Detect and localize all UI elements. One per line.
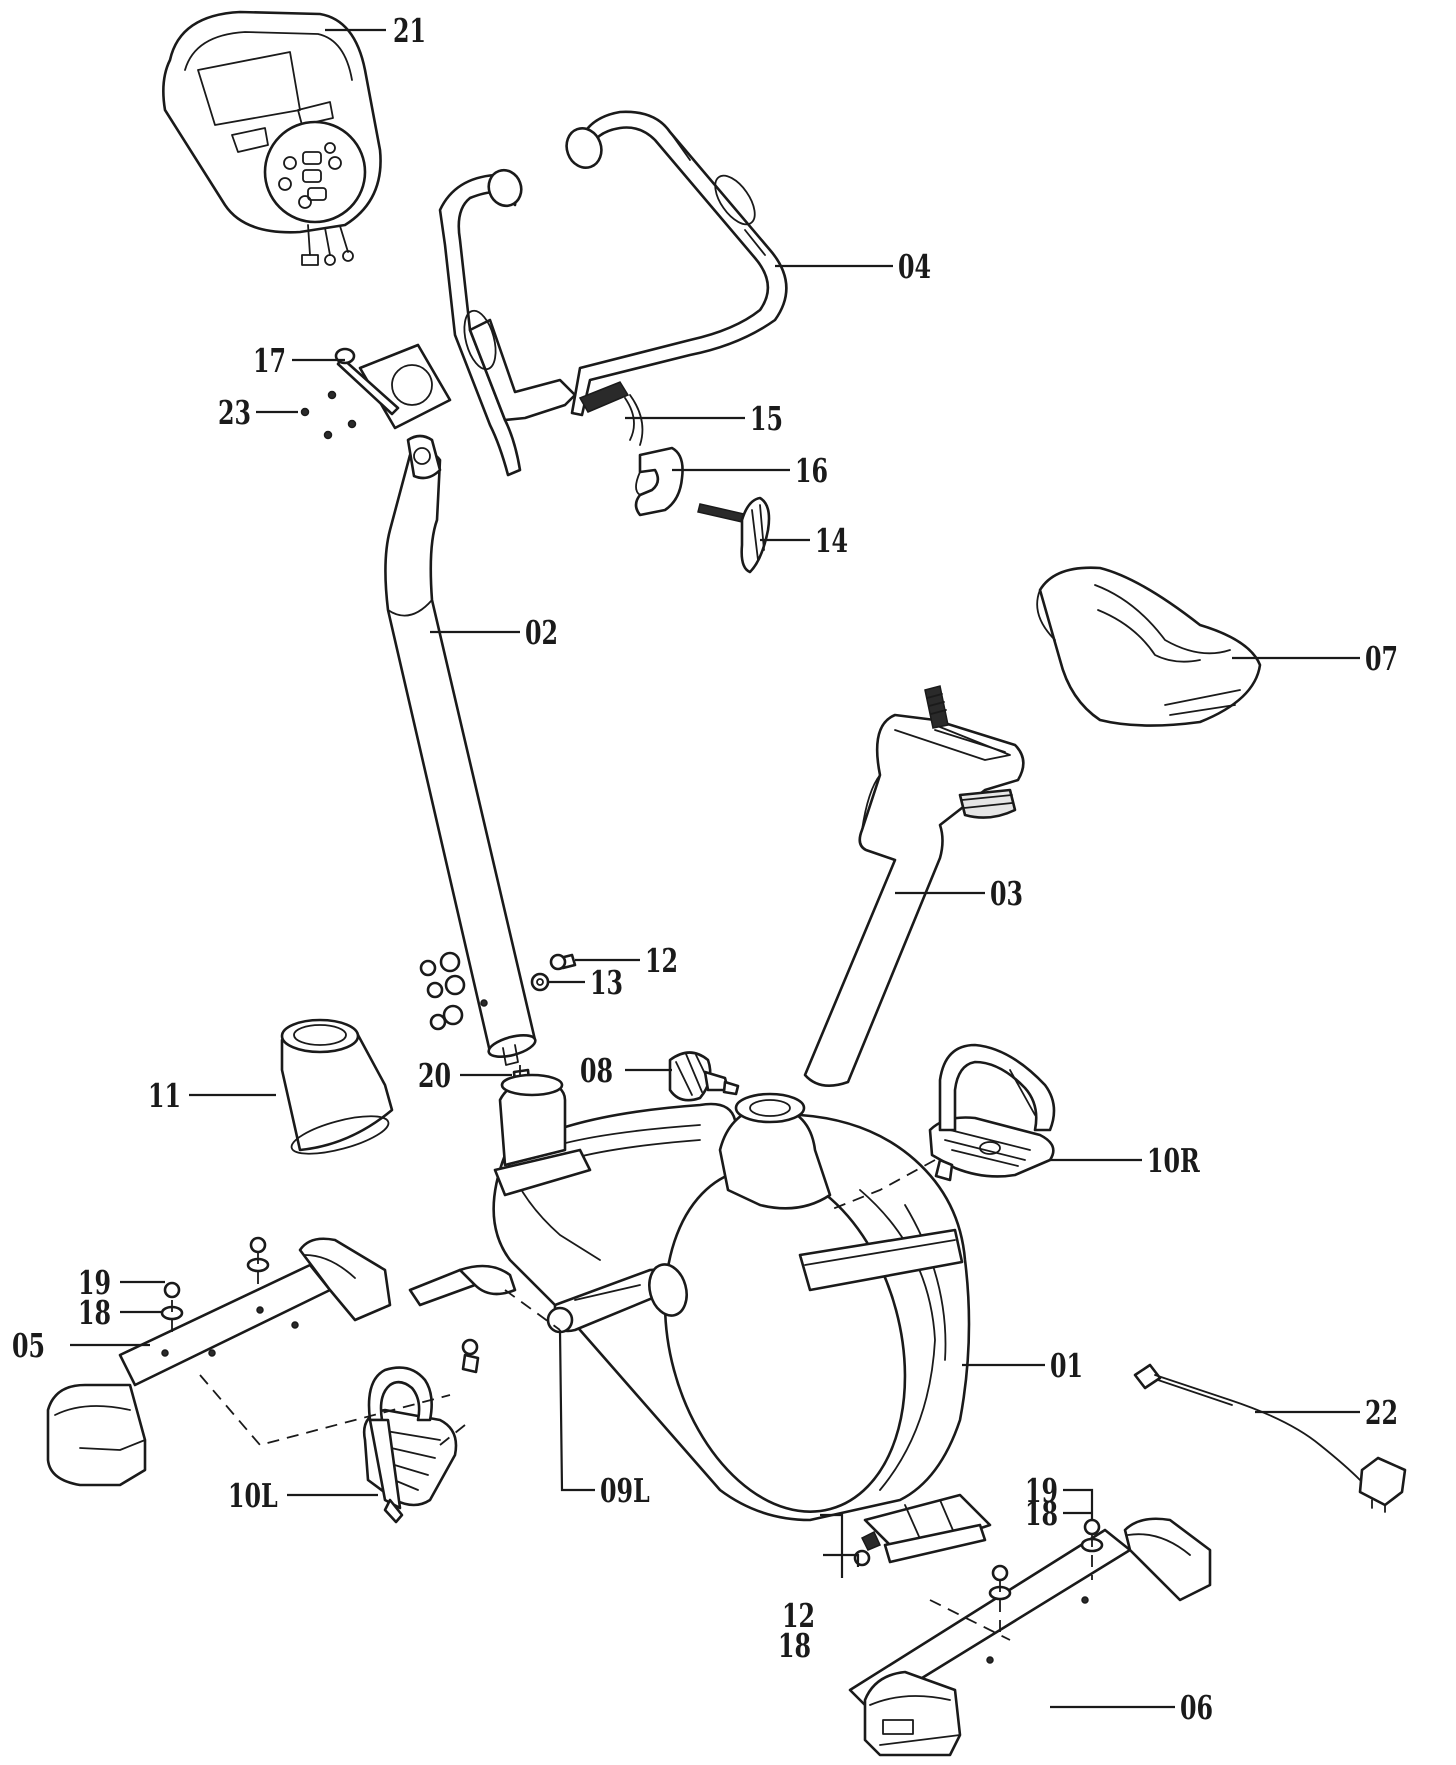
callout-20: 20 (418, 1056, 451, 1095)
callout-09L: 09L (600, 1471, 650, 1510)
callout-14: 14 (815, 521, 848, 560)
callout-18-lower: 18 (778, 1626, 811, 1665)
part-17-bracket-plate (334, 343, 452, 430)
callout-labels: 21 04 17 23 15 16 14 07 02 03 12 13 11 2… (12, 11, 1398, 1727)
callout-15: 15 (750, 399, 783, 438)
callout-18-left: 18 (78, 1293, 111, 1332)
callout-13: 13 (590, 963, 623, 1002)
callout-03: 03 (990, 874, 1023, 913)
part-06-rear-stabilizer (848, 1517, 1212, 1757)
callout-10L: 10L (228, 1476, 278, 1515)
callout-16: 16 (795, 451, 828, 490)
part-02-front-post (384, 434, 537, 1066)
part-04-handlebar (438, 110, 788, 477)
part-23-screws (300, 390, 357, 440)
part-03-seat-post (803, 685, 1025, 1088)
part-09L-crank (546, 1263, 688, 1334)
part-16-clamp-cover (634, 446, 684, 517)
callout-06: 06 (1180, 1688, 1213, 1727)
callout-22: 22 (1365, 1393, 1398, 1432)
part-15-sensor-cable (578, 381, 644, 446)
part-12-13-bolts (419, 951, 577, 1031)
callout-23: 23 (218, 393, 251, 432)
part-21-console (162, 10, 382, 266)
part-01-main-frame (408, 1073, 992, 1567)
callout-04: 04 (898, 247, 931, 286)
callout-19-left: 19 (78, 1263, 111, 1302)
callout-10R: 10R (1147, 1141, 1201, 1180)
callout-11: 11 (148, 1076, 181, 1115)
part-10L-pedal (362, 1366, 458, 1524)
callout-18-right: 18 (1025, 1494, 1058, 1533)
callout-02: 02 (525, 613, 558, 652)
callout-01: 01 (1050, 1346, 1083, 1385)
part-11-shroud (280, 1018, 394, 1155)
callout-12-lower: 12 (782, 1596, 815, 1635)
part-08-tension-knob (668, 1051, 740, 1102)
assembly-lines (171, 1065, 1093, 1641)
callout-21: 21 (393, 11, 426, 50)
leader-lines (70, 28, 1360, 1709)
callout-08: 08 (580, 1051, 613, 1090)
callout-05: 05 (12, 1326, 45, 1365)
part-10R-pedal (928, 1043, 1056, 1182)
callout-12-upper: 12 (645, 941, 678, 980)
part-07-saddle (1036, 566, 1262, 727)
part-05-front-stabilizer (46, 1237, 392, 1487)
fasteners-18-19 (160, 1236, 1104, 1601)
callout-19-right: 19 (1025, 1471, 1058, 1510)
callout-17: 17 (253, 341, 286, 380)
callout-07: 07 (1365, 639, 1398, 678)
part-14-knob (697, 496, 771, 574)
part-22-power-adapter (1133, 1363, 1407, 1513)
